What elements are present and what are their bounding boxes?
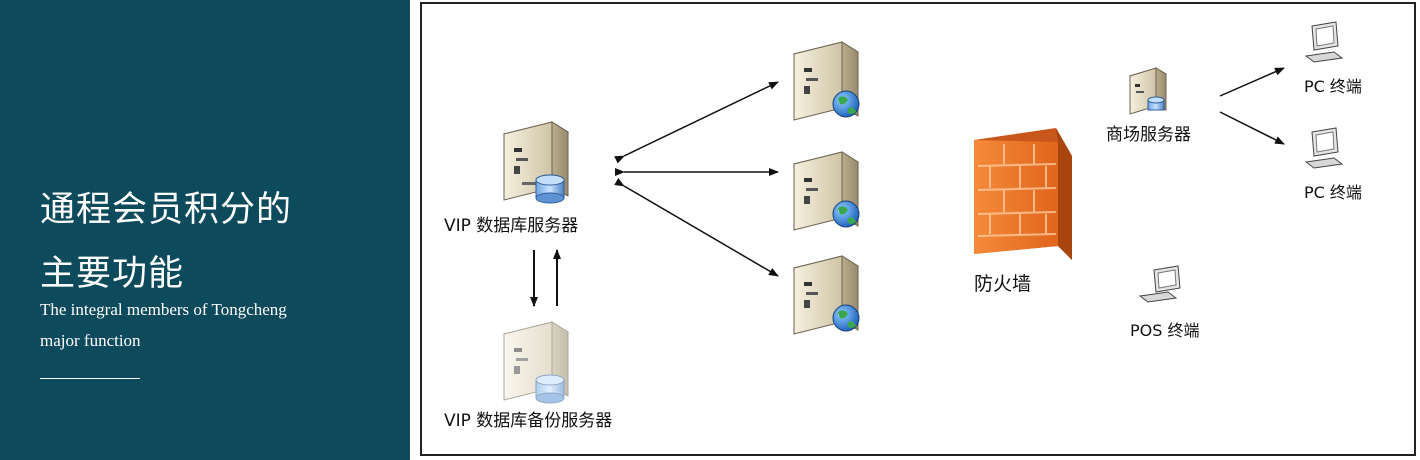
title-line-2: 主要功能 [40,254,185,294]
link-app-server-3 [614,178,779,277]
link-pc-terminal-1 [1219,67,1285,97]
subtitle-line-1: The integral members of Tongcheng [40,300,287,319]
pos-terminal-icon [1138,265,1181,303]
pc-terminal-2-icon [1304,127,1344,169]
pc-terminal-1-label: PC 终端 [1304,77,1362,96]
page-subtitle: The integral members of Tongcheng major … [40,294,400,356]
pc-terminal-2-label: PC 终端 [1304,183,1362,202]
vip-db-backup-server-icon [502,321,570,404]
network-diagram: VIP 数据库服务器 VIP 数据库备份服务器 [420,2,1416,456]
diagram-canvas: VIP 数据库服务器 VIP 数据库备份服务器 [444,21,1362,431]
app-server-1-icon [792,41,860,121]
pos-terminal-label: POS 终端 [1130,321,1200,340]
subtitle-line-2: major function [40,331,141,350]
page-title: 通程会员积分的 主要功能 [40,178,400,306]
vip-db-server-icon [502,121,570,204]
vip-db-server-label: VIP 数据库服务器 [444,216,578,236]
firewall-label: 防火墙 [974,273,1031,295]
title-panel: 通程会员积分的 主要功能 The integral members of Ton… [0,0,410,460]
link-app-server-1 [614,81,779,164]
app-server-3-icon [792,255,860,335]
link-pc-terminal-2 [1219,111,1285,145]
firewall-icon [974,128,1072,260]
mall-server-icon [1128,67,1168,115]
pc-terminal-1-icon [1304,21,1344,63]
mall-server-label: 商场服务器 [1106,125,1191,145]
title-divider [40,378,140,379]
app-server-2-icon [792,151,860,231]
title-line-1: 通程会员积分的 [40,190,293,230]
vip-db-backup-server-label: VIP 数据库备份服务器 [444,411,612,431]
